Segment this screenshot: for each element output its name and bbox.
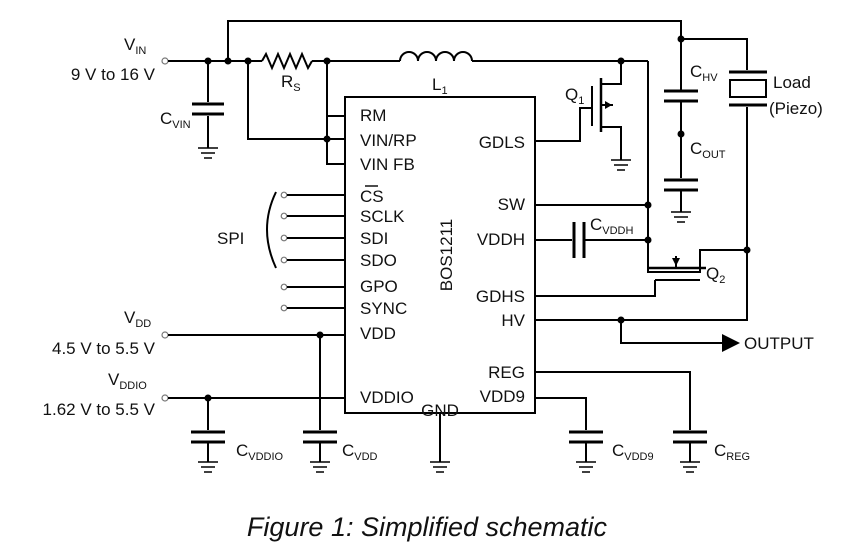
pin-sdo: SDO [360,251,397,270]
ic-ground-icon [430,461,450,473]
rs-resistor [261,51,313,71]
spi-brace [266,191,277,269]
chv-capacitor [664,89,698,103]
piezo-load [729,79,767,98]
cvddio-ground-icon [198,461,218,473]
cvdd-ground-icon [310,461,330,473]
pin-sync: SYNC [360,299,407,318]
creg-label: CREG [714,441,750,463]
pin-vin-rp: VIN/RP [360,131,417,150]
output-arrow-icon [722,334,740,352]
cout-capacitor [664,178,698,192]
pin-vddio: VDDIO [360,388,414,407]
pin-vdd9: VDD9 [480,387,525,406]
cvdd9-label: CVDD9 [612,441,654,463]
ic-name: BOS1211 [437,219,456,291]
cvdd9-capacitor [569,430,603,444]
pin-gdls: GDLS [479,133,525,152]
cvdd-label: CVDD [342,441,378,463]
pin-gdhs: GDHS [476,287,525,306]
cvddio-label: CVDDIO [236,441,284,463]
pin-vdd: VDD [360,324,396,343]
pin-vddh: VDDH [477,230,525,249]
pin-reg: REG [488,363,525,382]
ic-body [344,96,536,414]
vin-range: 9 V to 16 V [71,65,156,84]
cvddio-capacitor [191,430,225,444]
output-label: OUTPUT [744,334,814,353]
cvin-capacitor [192,102,224,116]
chv-label: CHV [690,62,718,84]
vddio-label: VDDIO [108,370,147,392]
pin-vin-fb: VIN FB [360,155,415,174]
pin-cs: CS [360,187,384,206]
q2-label: Q2 [706,264,725,286]
pin-sclk: SCLK [360,207,405,226]
pin-gpo: GPO [360,277,398,296]
cvin-ground-icon [198,147,218,159]
spi-label: SPI [217,229,244,248]
rs-label: RS [281,72,301,94]
vin-label: VIN [124,35,146,57]
vddio-range: 1.62 V to 5.5 V [43,400,156,419]
load-sublabel: (Piezo) [769,99,823,118]
pin-sw: SW [498,195,525,214]
pin-sdi: SDI [360,229,388,248]
creg-capacitor [673,430,707,444]
cout-label: COUT [690,139,726,161]
load-label: Load [773,73,811,92]
l1-inductor [399,51,473,62]
cvin-label: CVIN [160,109,191,131]
cvddh-label: CVDDH [590,215,634,237]
q1-label: Q1 [565,85,584,107]
l1-label: L1 [432,75,448,97]
cvddh-capacitor [572,222,586,258]
cvdd9-ground-icon [576,461,596,473]
vdd-label: VDD [124,308,151,330]
pin-gnd: GND [421,401,459,420]
creg-ground-icon [680,461,700,473]
pin-rm: RM [360,106,386,125]
cvdd-capacitor [303,430,337,444]
cout-ground-icon [671,211,691,223]
pin-hv: HV [501,311,525,330]
figure-caption: Figure 1: Simplified schematic [247,512,608,542]
vdd-range: 4.5 V to 5.5 V [52,339,156,358]
vin-terminal [161,57,169,65]
q1-ground-icon [611,159,631,171]
